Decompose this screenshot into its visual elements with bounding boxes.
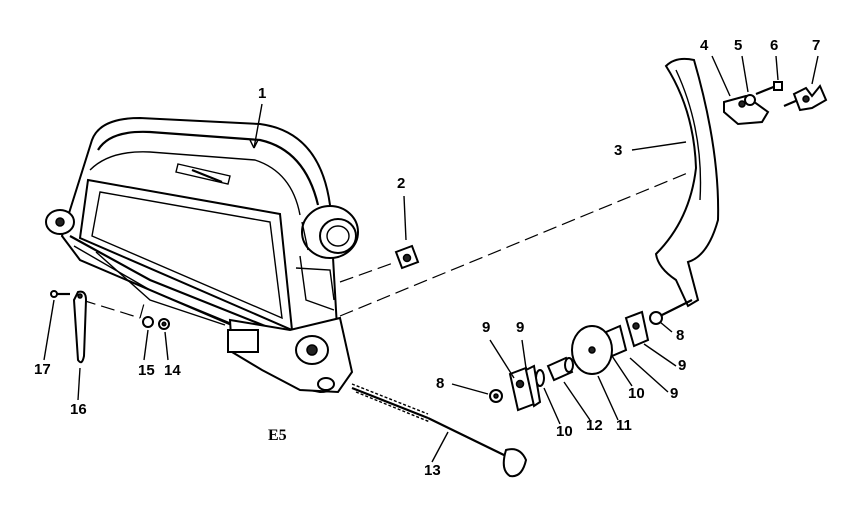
callout-7: 7: [812, 37, 820, 54]
callout-15: 15: [138, 362, 155, 379]
nut-14: [158, 318, 170, 330]
pivot-bolt: [649, 299, 693, 325]
callout-9-left-a: 9: [482, 319, 490, 336]
callout-11: 11: [616, 417, 632, 434]
callout-10-right: 10: [628, 385, 645, 402]
callout-6: 6: [770, 37, 778, 54]
bracket-left: [508, 364, 542, 412]
spacer-sleeve: [546, 356, 574, 382]
callout-1: 1: [258, 85, 266, 102]
wing-nut: [783, 84, 828, 112]
lock-washer: [744, 94, 756, 106]
callout-10-left: 10: [556, 423, 573, 440]
callout-14: 14: [164, 362, 181, 379]
callout-17: 17: [34, 361, 51, 378]
curved-guard-arm: [654, 57, 720, 308]
washer-15: [142, 316, 154, 328]
callout-9-right-upper: 9: [678, 357, 686, 374]
callout-4: 4: [700, 37, 709, 54]
callout-8-right: 8: [676, 327, 684, 344]
callout-9-right-lower: 9: [670, 385, 678, 402]
callout-5: 5: [734, 37, 742, 54]
screw-17: [50, 290, 70, 298]
blade-guard-housing: [45, 116, 359, 394]
hex-bolt: [755, 81, 783, 96]
nut-left: [489, 389, 503, 403]
callout-2: 2: [397, 175, 405, 192]
callout-13: 13: [424, 462, 441, 479]
callout-3: 3: [614, 142, 622, 159]
guard-disc: [571, 325, 613, 375]
callout-16: 16: [70, 401, 87, 418]
callout-9-left-b: 9: [516, 319, 524, 336]
square-nut: [394, 244, 420, 270]
threaded-rod: [351, 383, 528, 478]
strap-16: [72, 290, 88, 364]
callout-12: 12: [586, 417, 603, 434]
callout-8-left: 8: [436, 375, 444, 392]
figure-tag: E5: [268, 427, 287, 444]
